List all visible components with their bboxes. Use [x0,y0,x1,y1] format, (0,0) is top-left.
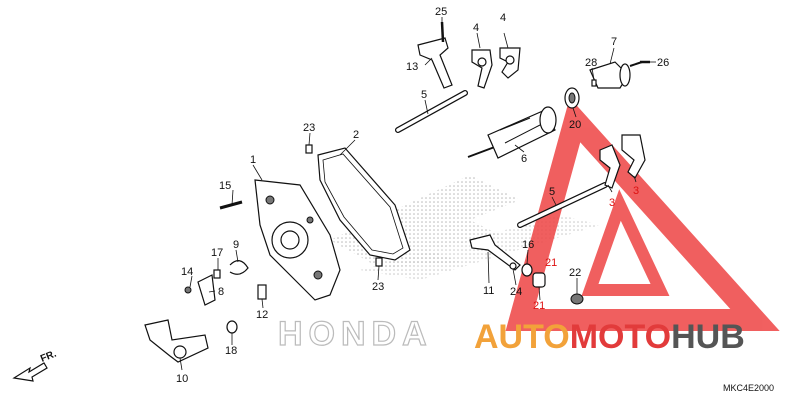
callout-labels: 1 2 3 3 4 4 5 5 6 7 8 9 10 11 12 13 14 1… [176,6,669,385]
callout-6: 6 [521,153,527,165]
part-7-sensor [589,61,643,89]
leader-lines [179,17,656,371]
callout-18: 18 [225,345,237,357]
callout-14: 14 [181,266,193,278]
part-22-seal [570,293,584,305]
part-16-washer [521,263,533,277]
callout-4b: 4 [500,12,506,24]
part-20-oil-seal [564,87,580,109]
part-18-oil-seal [226,320,238,334]
part-14-bolt [184,286,192,294]
watermark-triangle-logo [505,97,780,331]
callout-28: 28 [585,57,597,69]
callout-11: 11 [483,285,494,297]
part-10-shift-spindle [144,319,209,363]
callout-4a: 4 [473,22,479,34]
callout-21b: 21 [533,300,545,312]
callout-13: 13 [406,61,418,73]
diagram-code: MKC4E2000 [723,383,774,393]
callout-5a: 5 [421,89,427,101]
callout-23a: 23 [303,122,315,134]
watermark-hub: HUB [671,318,745,356]
callout-15: 15 [219,180,231,192]
callout-5b: 5 [549,186,555,198]
callout-7: 7 [611,36,617,48]
callout-16: 16 [522,239,534,251]
callout-26: 26 [657,57,669,69]
callout-3a: 3 [609,197,615,209]
front-arrow: FR. [12,348,58,382]
part-13-stopper-arm [417,37,453,89]
part-17-pin [213,269,221,279]
front-label: FR. [39,348,58,364]
part-28-pin [591,79,597,87]
part-1-cover [254,179,341,301]
callout-8: 8 [218,286,224,298]
part-5-shaft-upper [395,90,468,133]
honda-brand-text: HONDA [278,315,433,353]
callout-1: 1 [250,154,256,166]
part-11-shift-spindle [469,234,521,271]
watermark-moto: MOTO [570,318,671,356]
part-24-washer [509,262,517,270]
part-3-fork-b [621,134,646,179]
part-5-shaft-lower [517,182,608,228]
watermark-text: AUTOMOTOHUB [474,318,745,356]
watermark-auto: AUTO [474,318,570,356]
callout-17: 17 [211,247,223,259]
part-4-fork-a [471,49,493,89]
part-2-gasket [317,147,411,261]
part-9-spring [229,260,249,275]
callout-21a: 21 [545,257,557,269]
part-6-shift-drum [467,106,557,159]
callout-9: 9 [233,239,239,251]
part-23-dowel-b [375,257,383,267]
part-23-dowel-a [305,144,313,154]
callout-24: 24 [510,286,522,298]
callout-2: 2 [353,129,359,141]
callout-22: 22 [569,267,581,279]
callout-12: 12 [256,309,268,321]
part-21-bearing [532,272,546,288]
part-4-fork-b [499,47,521,79]
part-15-bolt [219,200,243,210]
part-12-bolt [257,284,267,300]
part-8-link [197,274,216,306]
callout-20: 20 [569,119,581,131]
callout-10: 10 [176,373,188,385]
callout-25: 25 [435,6,447,18]
callout-3b: 3 [633,185,639,197]
part-25-bolt [440,21,445,43]
callout-23b: 23 [372,281,384,293]
